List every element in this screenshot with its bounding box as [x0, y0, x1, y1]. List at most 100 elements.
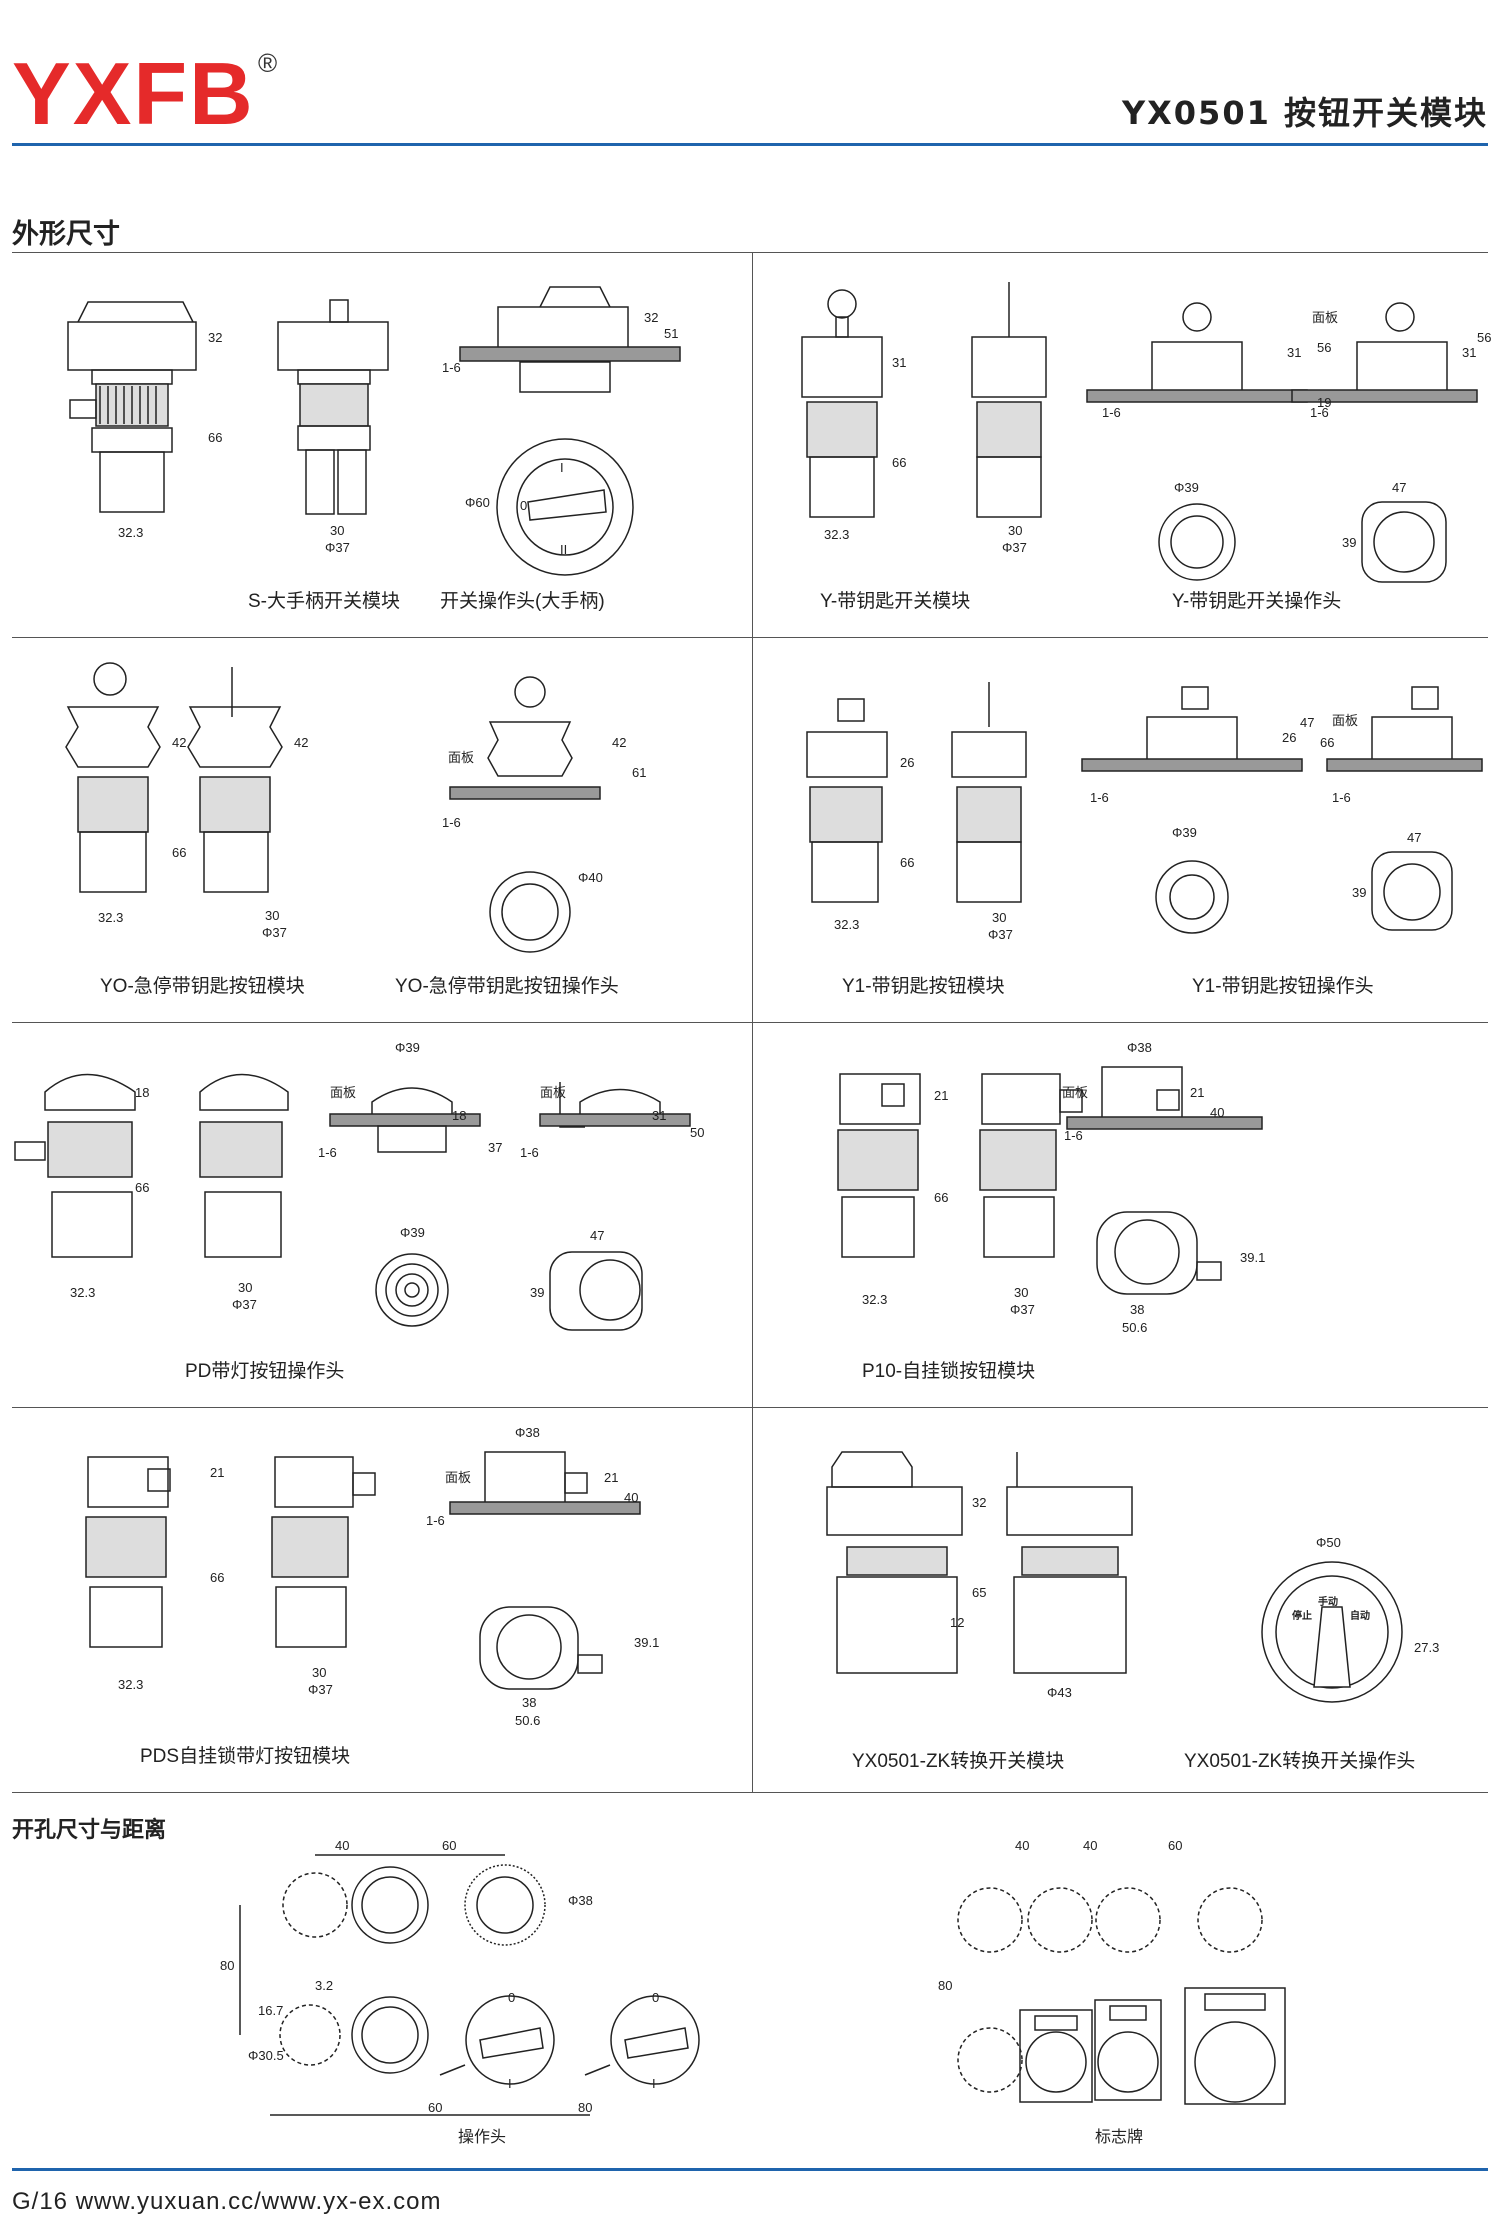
svg-text:47: 47	[1300, 715, 1314, 730]
svg-text:80: 80	[938, 1978, 952, 1993]
caption-y1-head: Y1-带钥匙按钮操作头	[1192, 975, 1374, 997]
svg-text:40: 40	[624, 1490, 638, 1505]
svg-text:0: 0	[652, 1990, 659, 2005]
svg-text:Φ37: Φ37	[325, 540, 350, 555]
svg-text:66: 66	[208, 430, 222, 445]
svg-text:56: 56	[1317, 340, 1331, 355]
svg-text:66: 66	[1320, 735, 1334, 750]
page-title: YX0501 按钮开关模块	[1121, 94, 1488, 132]
svg-text:21: 21	[604, 1470, 618, 1485]
svg-text:3.2: 3.2	[315, 1978, 333, 1993]
svg-text:面板: 面板	[445, 1470, 471, 1485]
svg-text:38: 38	[522, 1695, 536, 1710]
svg-text:61: 61	[632, 765, 646, 780]
svg-text:65: 65	[972, 1585, 986, 1600]
svg-text:Φ38: Φ38	[568, 1893, 593, 1908]
svg-text:32.3: 32.3	[98, 910, 123, 925]
svg-text:60: 60	[1168, 1838, 1182, 1853]
svg-text:Φ38: Φ38	[515, 1425, 540, 1440]
svg-text:30: 30	[238, 1280, 252, 1295]
svg-text:Φ43: Φ43	[1047, 1685, 1072, 1700]
svg-text:Φ39: Φ39	[395, 1040, 420, 1055]
svg-text:38: 38	[1130, 1302, 1144, 1317]
svg-text:32.3: 32.3	[834, 917, 859, 932]
svg-text:31: 31	[1287, 345, 1301, 360]
svg-text:1-6: 1-6	[318, 1145, 337, 1160]
svg-text:30: 30	[330, 523, 344, 538]
svg-text:31: 31	[1462, 345, 1476, 360]
svg-text:1-6: 1-6	[1332, 790, 1351, 805]
svg-text:1-6: 1-6	[1090, 790, 1109, 805]
svg-text:Φ37: Φ37	[1002, 540, 1027, 555]
grid-center-line	[752, 252, 753, 1792]
svg-text:II: II	[560, 542, 567, 557]
svg-text:39: 39	[1352, 885, 1366, 900]
svg-text:50: 50	[690, 1125, 704, 1140]
svg-text:30: 30	[1014, 1285, 1028, 1300]
svg-text:Φ37: Φ37	[988, 927, 1013, 942]
svg-text:47: 47	[590, 1228, 604, 1243]
svg-text:50.6: 50.6	[1122, 1320, 1147, 1335]
svg-text:32.3: 32.3	[70, 1285, 95, 1300]
svg-text:30: 30	[265, 908, 279, 923]
caption-s-module: S-大手柄开关模块	[248, 590, 400, 612]
footer-text: G/16 www.yuxuan.cc/www.yx-ex.com	[12, 2188, 442, 2215]
footer-divider	[12, 2168, 1488, 2171]
svg-text:32.3: 32.3	[824, 527, 849, 542]
caption-zk-module: YX0501-ZK转换开关模块	[852, 1750, 1064, 1772]
svg-text:66: 66	[135, 1180, 149, 1195]
svg-text:1-6: 1-6	[1064, 1128, 1083, 1143]
svg-text:66: 66	[892, 455, 906, 470]
svg-text:面板: 面板	[448, 750, 474, 765]
svg-text:40: 40	[1015, 1838, 1029, 1853]
caption-cutout-right: 标志牌	[1095, 2128, 1143, 2146]
svg-text:26: 26	[1282, 730, 1296, 745]
brand-logo: YXFB	[12, 44, 255, 143]
svg-text:32: 32	[972, 1495, 986, 1510]
caption-p10-module: P10-自挂锁按钮模块	[862, 1360, 1035, 1382]
svg-text:12: 12	[950, 1615, 964, 1630]
svg-text:1-6: 1-6	[426, 1513, 445, 1528]
svg-text:0: 0	[508, 1990, 515, 2005]
svg-text:21: 21	[210, 1465, 224, 1480]
svg-text:1-6: 1-6	[1310, 405, 1329, 420]
svg-text:47: 47	[1407, 830, 1421, 845]
svg-text:56: 56	[1477, 330, 1491, 345]
svg-text:27.3: 27.3	[1414, 1640, 1439, 1655]
svg-text:1-6: 1-6	[442, 360, 461, 375]
svg-text:0: 0	[520, 498, 527, 513]
svg-text:31: 31	[892, 355, 906, 370]
svg-text:39: 39	[1342, 535, 1356, 550]
svg-text:Φ37: Φ37	[1010, 1302, 1035, 1317]
svg-text:手动: 手动	[1318, 1595, 1338, 1608]
svg-text:自动: 自动	[1350, 1609, 1370, 1622]
grid-line	[12, 252, 1488, 253]
svg-text:32.3: 32.3	[862, 1292, 887, 1307]
svg-text:1-6: 1-6	[1102, 405, 1121, 420]
caption-y-head: Y-带钥匙开关操作头	[1172, 590, 1341, 612]
svg-text:Φ40: Φ40	[578, 870, 603, 885]
caption-s-head: 开关操作头(大手柄)	[440, 590, 605, 612]
svg-text:60: 60	[442, 1838, 456, 1853]
svg-text:Φ50: Φ50	[1316, 1535, 1341, 1550]
svg-text:31: 31	[652, 1108, 666, 1123]
svg-text:停止: 停止	[1292, 1609, 1312, 1622]
svg-text:66: 66	[210, 1570, 224, 1585]
grid-line	[12, 1022, 1488, 1023]
svg-text:26: 26	[900, 755, 914, 770]
svg-text:I: I	[508, 2076, 512, 2091]
svg-text:80: 80	[220, 1958, 234, 1973]
svg-text:16.7: 16.7	[258, 2003, 283, 2018]
svg-text:39.1: 39.1	[634, 1635, 659, 1650]
svg-text:80: 80	[578, 2100, 592, 2115]
svg-text:32: 32	[208, 330, 222, 345]
caption-yo-module: YO-急停带钥匙按钮模块	[100, 975, 305, 997]
